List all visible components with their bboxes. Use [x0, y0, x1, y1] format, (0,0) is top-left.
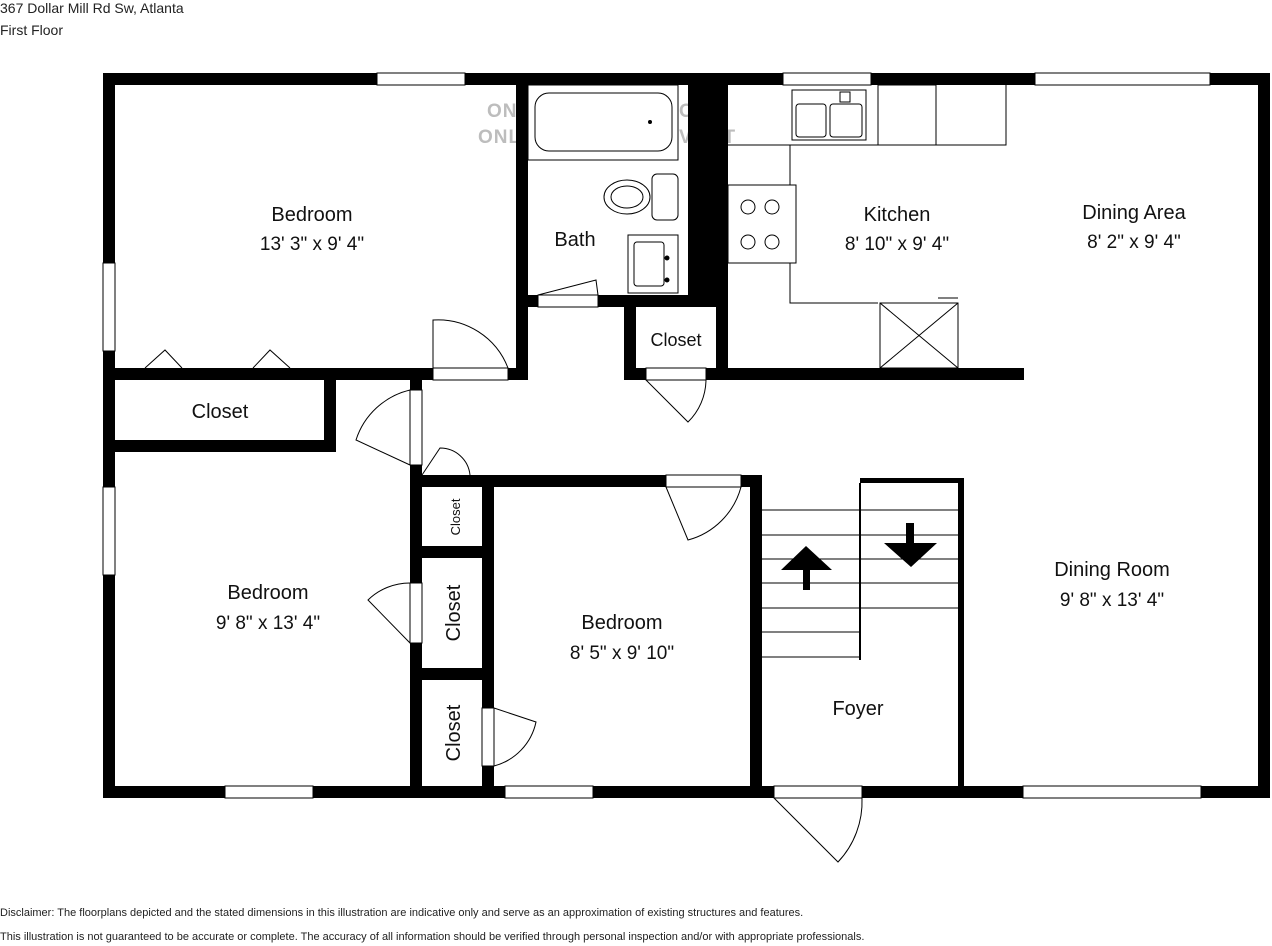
room-closet-mid: Closet: [443, 584, 465, 641]
windows: [102, 72, 1211, 799]
room-bedroom-2: Bedroom 9' 8" x 13' 4": [216, 582, 320, 634]
room-foyer: Foyer: [832, 698, 883, 720]
disclaimer-line-2: This illustration is not guaranteed to b…: [0, 931, 865, 943]
stairs-down-arrow-icon: [884, 523, 937, 567]
stairs-up-arrow-icon: [781, 546, 832, 590]
stove-icon: [727, 184, 797, 264]
kitchen-sink-icon: [791, 89, 867, 141]
room-bath: Bath: [554, 229, 595, 251]
floor-label: First Floor: [0, 22, 63, 38]
watermark-text: ON: [487, 101, 518, 122]
room-kitchen: Kitchen 8' 10" x 9' 4": [845, 204, 949, 255]
room-closet-bottom: Closet: [443, 704, 465, 761]
room-dimensions: 8' 2" x 9' 4": [1087, 232, 1181, 253]
room-bedroom-1: Bedroom 13' 3" x 9' 4": [260, 204, 364, 255]
room-dimensions: 9' 8" x 13' 4": [216, 613, 320, 634]
sink-icon: [627, 234, 679, 294]
room-dining-area: Dining Area 8' 2" x 9' 4": [1082, 202, 1186, 253]
room-name: Foyer: [832, 698, 883, 720]
room-name: Dining Room: [1054, 559, 1170, 581]
room-name: Kitchen: [864, 204, 931, 226]
room-name: Closet: [192, 401, 249, 423]
room-closet-left: Closet: [192, 401, 249, 423]
room-name: Closet: [448, 498, 463, 535]
room-closet-small: Closet: [448, 498, 463, 535]
stairs: [762, 483, 958, 660]
room-name: Bedroom: [581, 612, 662, 634]
walls: [103, 73, 1270, 798]
fixtures: [527, 84, 1007, 369]
disclaimer-line-1: Disclaimer: The floorplans depicted and …: [0, 907, 804, 919]
doors: [144, 279, 863, 863]
property-address: 367 Dollar Mill Rd Sw, Atlanta: [0, 0, 184, 16]
room-dimensions: 8' 5" x 9' 10": [570, 643, 674, 664]
refrigerator-icon: [879, 297, 959, 369]
room-dining-room: Dining Room 9' 8" x 13' 4": [1054, 559, 1170, 611]
room-closet-kitchen: Closet: [650, 330, 701, 350]
room-name: Dining Area: [1082, 202, 1186, 224]
room-dimensions: 13' 3" x 9' 4": [260, 234, 364, 255]
room-name: Closet: [650, 330, 701, 350]
toilet-icon: [603, 173, 679, 221]
room-bedroom-3: Bedroom 8' 5" x 9' 10": [570, 612, 674, 664]
room-dimensions: 8' 10" x 9' 4": [845, 234, 949, 255]
room-name: Closet: [443, 704, 465, 761]
room-name: Closet: [443, 584, 465, 641]
room-dimensions: 9' 8" x 13' 4": [1060, 590, 1164, 611]
room-name: Bath: [554, 229, 595, 251]
room-name: Bedroom: [227, 582, 308, 604]
room-name: Bedroom: [271, 204, 352, 226]
